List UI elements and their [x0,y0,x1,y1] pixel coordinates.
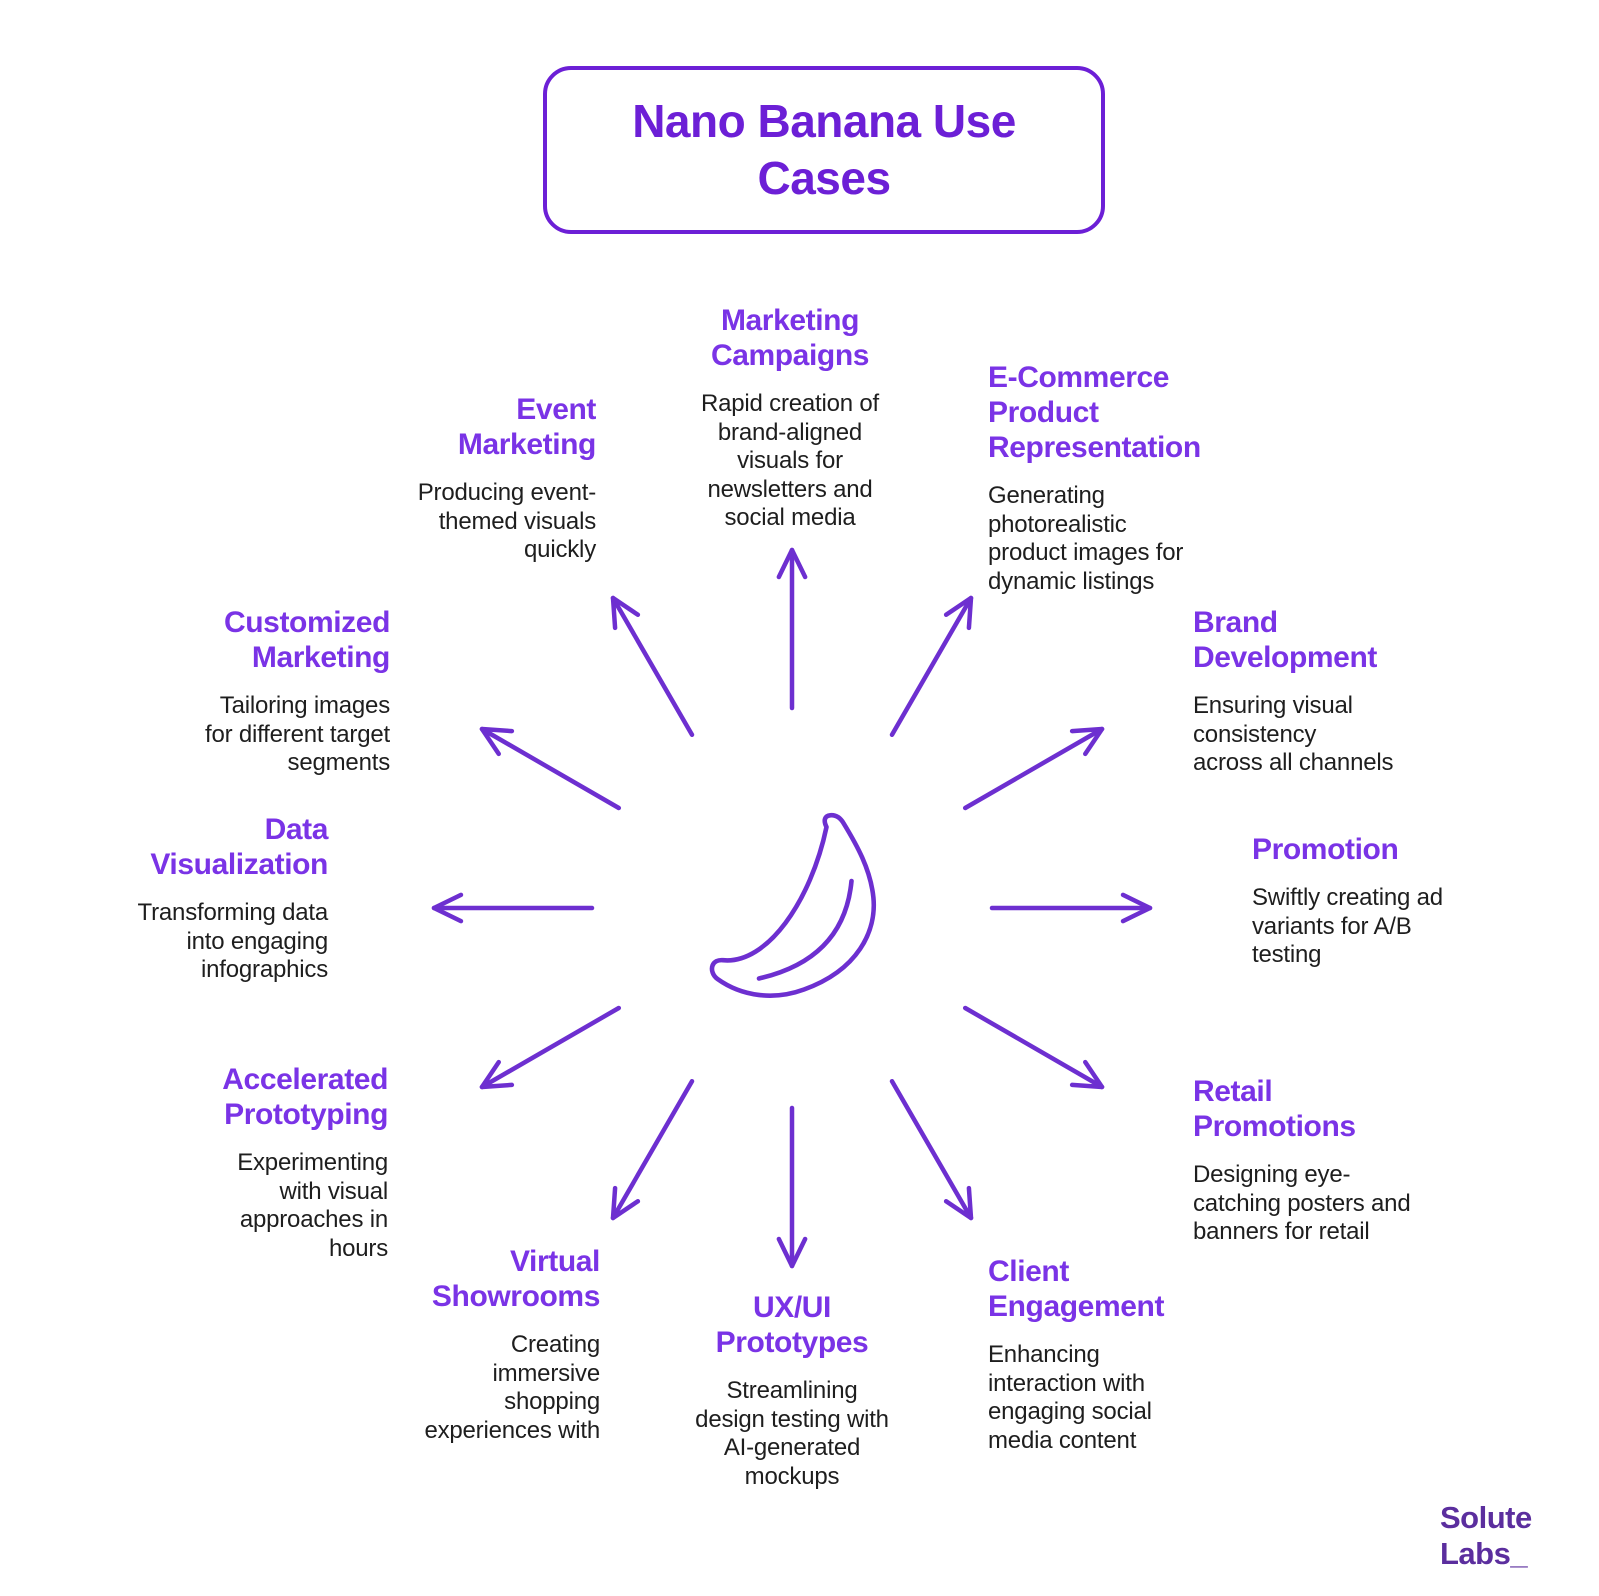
node-title: Accelerated Prototyping [222,1063,388,1131]
radial-arrow [610,1078,695,1221]
radial-arrow-head [610,1185,641,1221]
node-desc: Swiftly creating ad variants for A/B tes… [1252,884,1443,968]
node-desc: Transforming data into engaging infograp… [137,899,329,983]
node-desc: Streamlining design testing with AI-gene… [695,1377,889,1490]
radial-arrow-head [431,892,464,924]
radial-arrow-head [479,1059,515,1090]
node-title: Customized Marketing [223,606,390,674]
page-title: Nano Banana Use Cases [632,94,1016,204]
node-desc: Rapid creation of brand-aligned visuals … [700,390,880,531]
radial-arrow-head [1120,892,1153,924]
node-title: Retail Promotions [1193,1075,1356,1143]
radial-arrow-head [943,595,974,631]
node-desc: Creating immersive shopping experiences … [424,1331,600,1444]
radial-arrow-head [479,726,515,757]
node-title: Virtual Showrooms [431,1245,600,1313]
solutelabs-logo: Solute Labs_ [1440,1500,1532,1571]
radial-arrow [479,1005,622,1090]
radial-arrow-head [1069,726,1105,757]
banana-icon-svg [709,812,877,998]
radial-arrow [962,726,1105,811]
node-desc: Producing event- themed visuals quickly [417,479,596,563]
node-desc: Enhancing interaction with engaging soci… [988,1341,1152,1454]
banana-icon [670,780,910,1020]
radial-arrow [962,1005,1105,1090]
radial-arrow [889,1078,974,1221]
radial-arrow [479,726,622,811]
radial-arrow-head [776,1236,808,1269]
node-title: Data Visualization [150,813,328,881]
node-desc: Designing eye- catching posters and bann… [1193,1161,1411,1245]
node-title: Event Marketing [457,393,597,461]
radial-arrow-head [1069,1059,1105,1090]
node-title: Marketing Campaigns [710,304,870,372]
node-title: Promotion [1252,833,1399,866]
node-desc: Experimenting with visual approaches in … [237,1149,388,1262]
node-title: UX/UI Prototypes [715,1291,869,1359]
node-desc: Ensuring visual consistency across all c… [1193,692,1394,776]
node-title: E-Commerce Product Representation [988,361,1201,464]
radial-arrow [610,595,695,738]
node-title: Brand Development [1193,606,1377,674]
radial-arrow-head [943,1185,974,1221]
radial-arrow [889,595,974,738]
node-title: Client Engagement [988,1255,1165,1323]
node-desc: Tailoring images for different target se… [204,692,390,776]
node-desc: Generating photorealistic product images… [988,482,1184,595]
title-box: Nano Banana Use Cases [543,66,1105,234]
radial-arrow-head [610,595,641,631]
radial-arrow-head [776,547,808,580]
